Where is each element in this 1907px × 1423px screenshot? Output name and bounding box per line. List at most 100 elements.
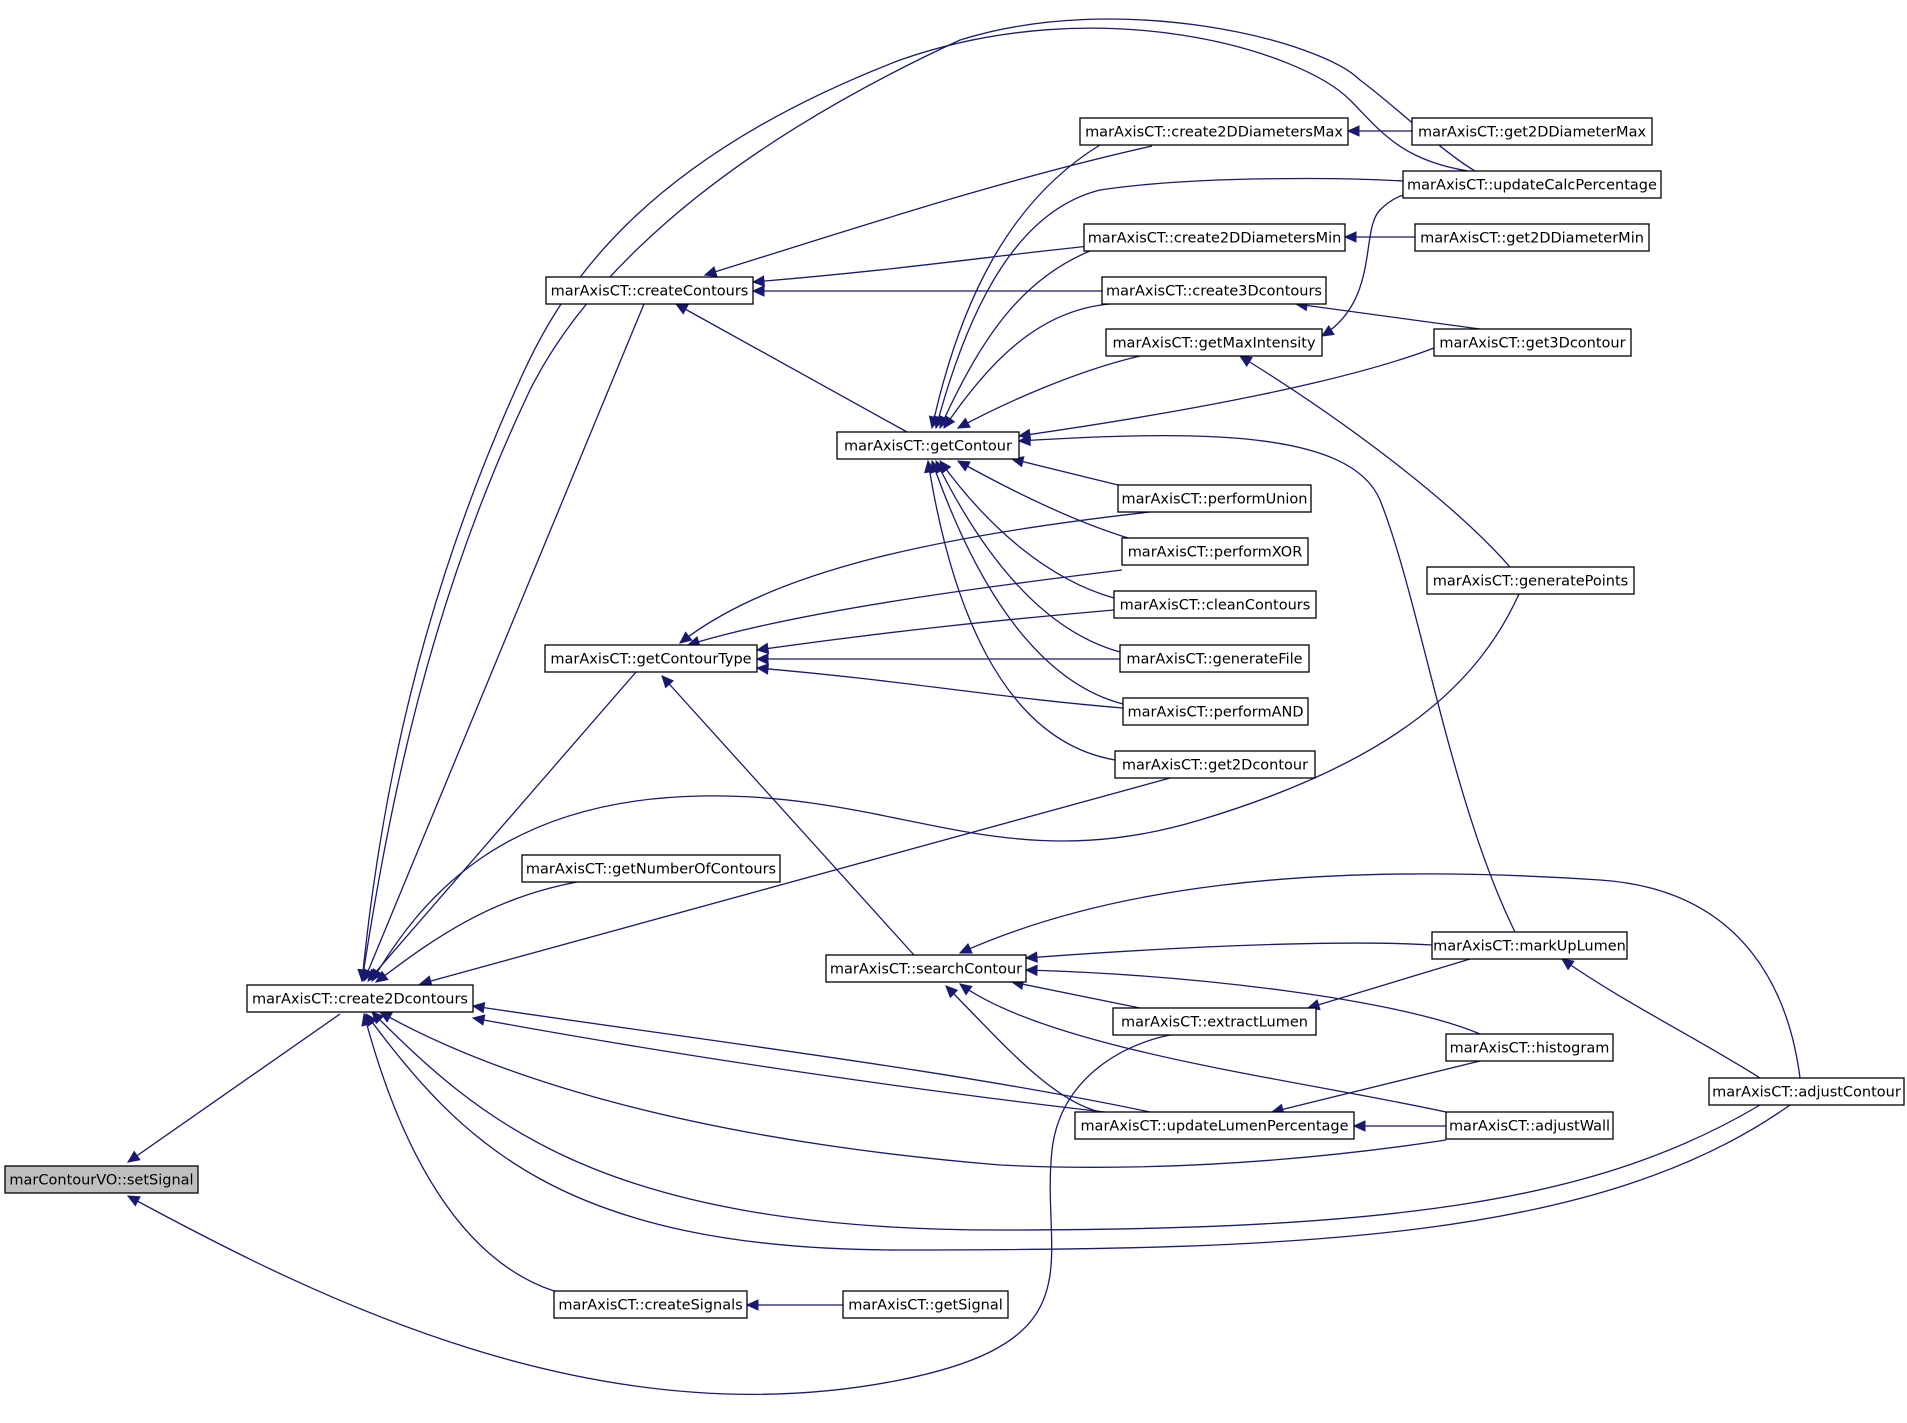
- edge-line: [957, 460, 1129, 539]
- edge-line: [419, 777, 1171, 985]
- arrowhead-icon: [1017, 434, 1031, 447]
- node-getMaxIntensity[interactable]: marAxisCT::getMaxIntensity: [1105, 328, 1323, 357]
- node-searchContour[interactable]: marAxisCT::searchContour: [825, 954, 1027, 983]
- edge-updateLumenPercentage-to-create2Dcontours: [471, 1014, 1141, 1117]
- node-box: [544, 644, 758, 673]
- node-box: [1105, 328, 1323, 357]
- arrowhead-icon: [755, 642, 770, 655]
- node-getContour[interactable]: marAxisCT::getContour: [836, 431, 1020, 460]
- edge-extractLumen-to-searchContour: [1010, 978, 1141, 1009]
- edge-performUnion-to-getContour: [1010, 456, 1119, 486]
- node-box: [1122, 697, 1309, 726]
- node-label: marAxisCT::histogram: [1450, 1041, 1610, 1057]
- edge-line: [1018, 347, 1435, 437]
- arrowhead-icon: [958, 943, 973, 954]
- node-create2Dcontours[interactable]: marAxisCT::create2Dcontours: [246, 984, 474, 1013]
- node-adjustWall[interactable]: marAxisCT::adjustWall: [1445, 1111, 1614, 1140]
- edge-line: [371, 593, 1520, 982]
- edge-line: [127, 1034, 1171, 1396]
- edge-line: [363, 1013, 555, 1292]
- node-setSignal[interactable]: marContourVO::setSignal: [4, 1165, 199, 1194]
- node-createSignals[interactable]: marAxisCT::createSignals: [553, 1290, 748, 1319]
- edge-updateLumenPercentage-to-searchContour: [945, 985, 1101, 1113]
- node-create2DDiametersMin[interactable]: marAxisCT::create2DDiametersMin: [1083, 223, 1346, 252]
- edge-create3Dcontours-to-getContour: [943, 303, 1111, 430]
- node-extractLumen[interactable]: marAxisCT::extractLumen: [1112, 1007, 1317, 1036]
- node-label: marAxisCT::generateFile: [1126, 652, 1302, 668]
- edge-get3Dcontour-to-create3Dcontours: [1294, 299, 1481, 330]
- edge-line: [1011, 981, 1141, 1009]
- edge-line: [371, 1011, 1761, 1231]
- node-label: marAxisCT::getContourType: [550, 652, 751, 668]
- edge-performUnion-to-getContourType: [679, 511, 1151, 644]
- edge-line: [675, 303, 908, 433]
- node-updateLumenPercentage[interactable]: marAxisCT::updateLumenPercentage: [1074, 1111, 1355, 1140]
- edge-line: [959, 983, 1447, 1113]
- node-cleanContours[interactable]: marAxisCT::cleanContours: [1113, 590, 1317, 619]
- edge-line: [1025, 969, 1481, 1035]
- node-get2DDiameterMin[interactable]: marAxisCT::get2DDiameterMin: [1414, 223, 1650, 252]
- node-label: marAxisCT::getSignal: [848, 1298, 1003, 1314]
- node-get2Dcontour[interactable]: marAxisCT::get2Dcontour: [1114, 750, 1316, 779]
- node-label: marAxisCT::getNumberOfContours: [526, 862, 776, 878]
- nodes-layer: marContourVO::setSignalmarAxisCT::create…: [4, 117, 1905, 1319]
- edge-getNumberOfContours-to-create2Dcontours: [375, 881, 578, 983]
- arrowhead-icon: [755, 653, 769, 665]
- edge-create2DDiametersMin-to-createContours: [751, 245, 1091, 287]
- node-getContourType[interactable]: marAxisCT::getContourType: [544, 644, 758, 673]
- node-box: [1119, 644, 1310, 673]
- node-label: marAxisCT::generatePoints: [1433, 574, 1628, 590]
- edge-adjustWall-to-searchContour: [959, 983, 1447, 1113]
- edge-getContourType-to-create2Dcontours: [367, 671, 637, 982]
- node-performUnion[interactable]: marAxisCT::performUnion: [1117, 484, 1312, 513]
- edge-line: [363, 303, 645, 982]
- edge-line: [1025, 942, 1433, 959]
- edge-line: [375, 881, 578, 983]
- node-box: [1445, 1111, 1614, 1140]
- node-generatePoints[interactable]: marAxisCT::generatePoints: [1426, 566, 1635, 595]
- node-label: marAxisCT::get2DDiameterMax: [1418, 125, 1647, 141]
- edge-adjustWall-to-updateLumenPercentage: [1352, 1120, 1446, 1132]
- arrowhead-icon: [703, 266, 718, 278]
- node-get3Dcontour[interactable]: marAxisCT::get3Dcontour: [1433, 328, 1632, 357]
- arrowhead-icon: [375, 970, 389, 983]
- node-box: [1414, 223, 1650, 252]
- edge-line: [365, 1013, 1791, 1251]
- node-updateCalcPercentage[interactable]: marAxisCT::updateCalcPercentage: [1402, 170, 1662, 199]
- node-generateFile[interactable]: marAxisCT::generateFile: [1119, 644, 1310, 673]
- node-adjustContour[interactable]: marAxisCT::adjustContour: [1708, 1077, 1905, 1106]
- edge-generatePoints-to-getMaxIntensity: [1238, 355, 1511, 568]
- node-createContours[interactable]: marAxisCT::createContours: [545, 276, 754, 305]
- node-box: [1431, 931, 1628, 960]
- edge-line: [367, 671, 637, 982]
- node-create2DDiametersMax[interactable]: marAxisCT::create2DDiametersMax: [1079, 117, 1349, 146]
- node-performXOR[interactable]: marAxisCT::performXOR: [1121, 537, 1309, 566]
- node-get2DDiameterMax[interactable]: marAxisCT::get2DDiameterMax: [1411, 117, 1653, 146]
- edge-line: [943, 303, 1111, 429]
- node-label: marAxisCT::searchContour: [830, 962, 1022, 978]
- node-markUpLumen[interactable]: marAxisCT::markUpLumen: [1431, 931, 1628, 960]
- node-getNumberOfContours[interactable]: marAxisCT::getNumberOfContours: [521, 854, 781, 883]
- edge-line: [361, 27, 1469, 982]
- node-performAND[interactable]: marAxisCT::performAND: [1122, 697, 1309, 726]
- edge-generateFile-to-getContour: [935, 459, 1121, 653]
- node-box: [1079, 117, 1349, 146]
- edge-markUpLumen-to-getContour: [1017, 434, 1516, 933]
- edge-updateCalcPercentage-to-getMaxIntensity: [1320, 192, 1441, 337]
- node-create3Dcontours[interactable]: marAxisCT::create3Dcontours: [1101, 276, 1327, 305]
- arrowhead-icon: [471, 1001, 486, 1014]
- edge-create2Dcontours-to-setSignal: [127, 1013, 341, 1163]
- node-getSignal[interactable]: marAxisCT::getSignal: [842, 1290, 1009, 1319]
- arrowhead-icon: [674, 303, 689, 315]
- node-label: marAxisCT::create2DDiametersMin: [1088, 231, 1342, 247]
- arrowhead-icon: [361, 1012, 373, 1027]
- edge-line: [935, 460, 1121, 653]
- arrowhead-icon: [471, 1014, 486, 1026]
- edge-getContour-to-createContours: [674, 303, 908, 433]
- node-label: marAxisCT::extractLumen: [1121, 1015, 1308, 1031]
- edge-line: [931, 144, 1101, 429]
- node-histogram[interactable]: marAxisCT::histogram: [1445, 1033, 1614, 1062]
- edge-line: [931, 460, 1124, 705]
- edge-line: [945, 985, 1101, 1113]
- node-label: marAxisCT::create2Dcontours: [252, 992, 468, 1008]
